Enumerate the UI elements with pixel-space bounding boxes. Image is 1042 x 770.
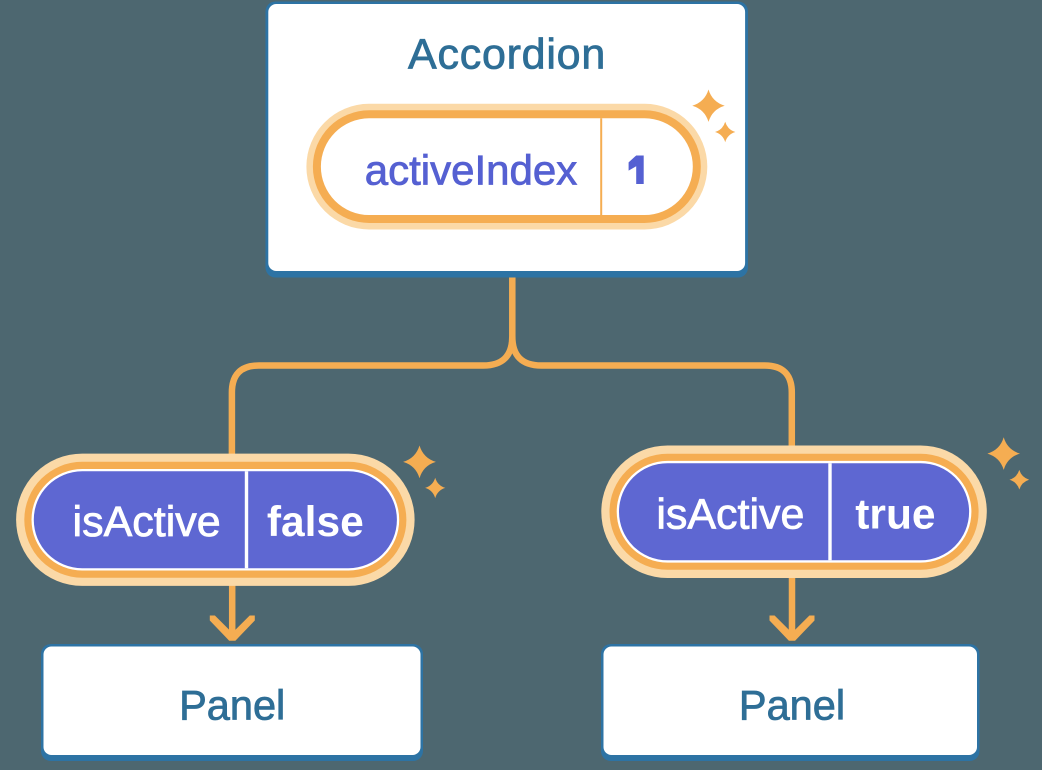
svg-text:true: true: [855, 492, 935, 539]
svg-text:Panel: Panel: [739, 682, 845, 729]
svg-text:Panel: Panel: [179, 682, 285, 729]
svg-text:isActive: isActive: [656, 491, 804, 539]
svg-text:false: false: [267, 499, 364, 546]
svg-text:isActive: isActive: [73, 498, 221, 546]
svg-text:Accordion: Accordion: [408, 30, 606, 78]
svg-text:activeIndex: activeIndex: [365, 147, 577, 194]
